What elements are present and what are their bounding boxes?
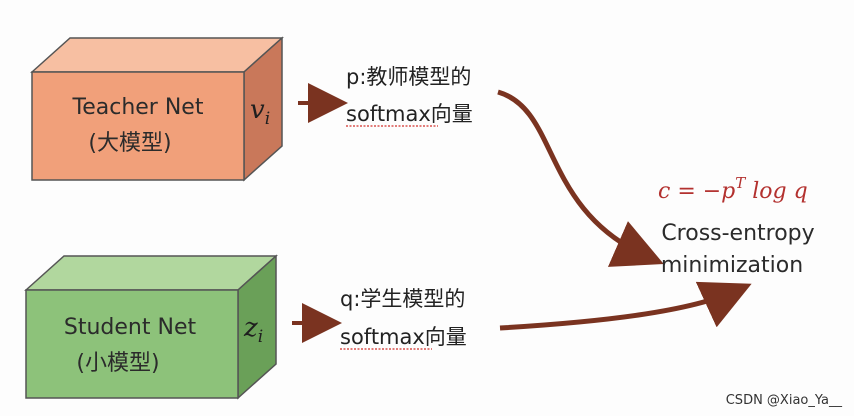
student-output-var: zi <box>243 313 263 347</box>
student-to-loss-arrow <box>499 281 752 331</box>
loss-label-line2: minimization <box>661 253 803 278</box>
teacher-output-var: vi <box>250 95 270 129</box>
teacher-prob-line1: p:教师模型的 <box>346 65 471 89</box>
student-net-box: Student Net (小模型) zi <box>24 254 278 400</box>
teacher-prob-line2: softmax向量 <box>346 102 473 126</box>
teacher-box-top <box>30 37 284 73</box>
student-box-face <box>25 289 239 399</box>
teacher-net-label: Teacher Net <box>72 95 204 120</box>
teacher-to-loss-arrow <box>497 89 664 267</box>
teacher-net-box: Teacher Net (大模型) vi <box>30 36 284 182</box>
student-box-top <box>24 255 278 291</box>
student-prob-line2: softmax向量 <box>340 325 467 349</box>
student-prob-line1: q:学生模型的 <box>340 287 465 311</box>
credit-watermark: CSDN @Xiao_Ya__ <box>726 393 843 408</box>
student-net-label: Student Net <box>64 315 197 340</box>
student-net-sublabel: (小模型) <box>76 351 159 376</box>
teacher-net-sublabel: (大模型) <box>88 131 171 156</box>
teacher-box-face <box>31 71 245 181</box>
loss-formula: c = −pT log q <box>658 174 808 204</box>
loss-label-line1: Cross-entropy <box>661 221 814 246</box>
